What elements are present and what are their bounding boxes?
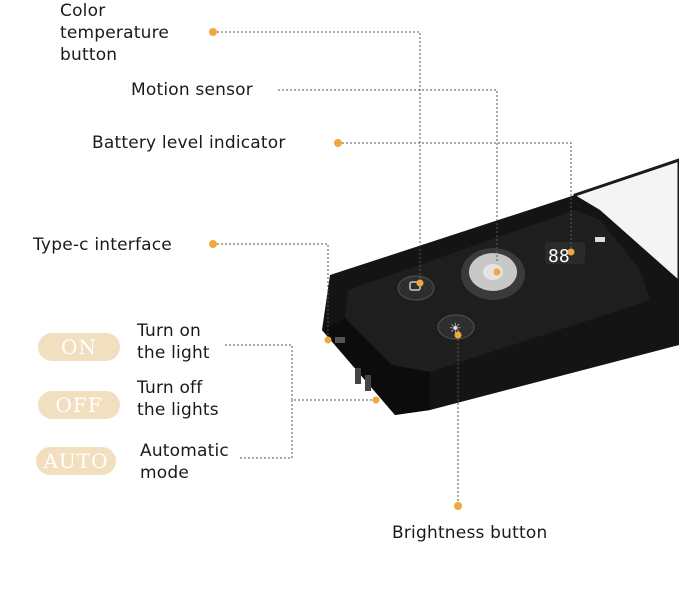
type-c-port xyxy=(335,337,345,343)
motion-sensor-label: Motion sensor xyxy=(131,80,253,100)
device-front-edge xyxy=(322,318,430,415)
callout-dot xyxy=(372,396,380,404)
label-line: mode xyxy=(140,463,190,483)
on-description: Turn on the light xyxy=(137,320,210,364)
callout-dot xyxy=(209,240,217,248)
mode-switch[interactable] xyxy=(355,368,361,384)
color-temperature-label: Color temperature button xyxy=(60,0,169,66)
battery-icon xyxy=(595,237,605,242)
brightness-label: Brightness button xyxy=(392,523,548,543)
battery-digits-icon: 88 xyxy=(548,246,570,267)
label-line: Turn on xyxy=(137,321,202,341)
motion-sensor-center xyxy=(483,264,503,280)
battery-level-label: Battery level indicator xyxy=(92,133,286,153)
callout-dot xyxy=(493,268,501,276)
color-temperature-button[interactable] xyxy=(397,275,435,301)
callout-dot xyxy=(416,279,424,287)
label-line: the lights xyxy=(137,400,219,420)
type-c-label: Type-c interface xyxy=(33,235,172,255)
battery-display xyxy=(545,242,585,264)
label-line: the light xyxy=(137,343,210,363)
label-line: temperature xyxy=(60,23,170,43)
on-badge: ON xyxy=(38,333,120,361)
mode-switch-slot xyxy=(365,375,371,391)
brightness-button[interactable] xyxy=(437,314,475,340)
auto-badge: AUTO xyxy=(36,447,116,475)
label-line: button xyxy=(60,45,118,65)
callout-dot xyxy=(334,139,342,147)
callout-dot xyxy=(454,502,462,510)
label-line: Automatic xyxy=(140,441,229,461)
label-line: Turn off xyxy=(137,378,203,398)
label-line: Color xyxy=(60,1,106,21)
off-description: Turn off the lights xyxy=(137,377,219,421)
callout-dot xyxy=(324,336,332,344)
callout-dot xyxy=(567,248,575,256)
auto-description: Automatic mode xyxy=(140,440,229,484)
callout-dot xyxy=(454,331,462,339)
off-badge: OFF xyxy=(38,391,120,419)
callout-dot xyxy=(209,28,217,36)
